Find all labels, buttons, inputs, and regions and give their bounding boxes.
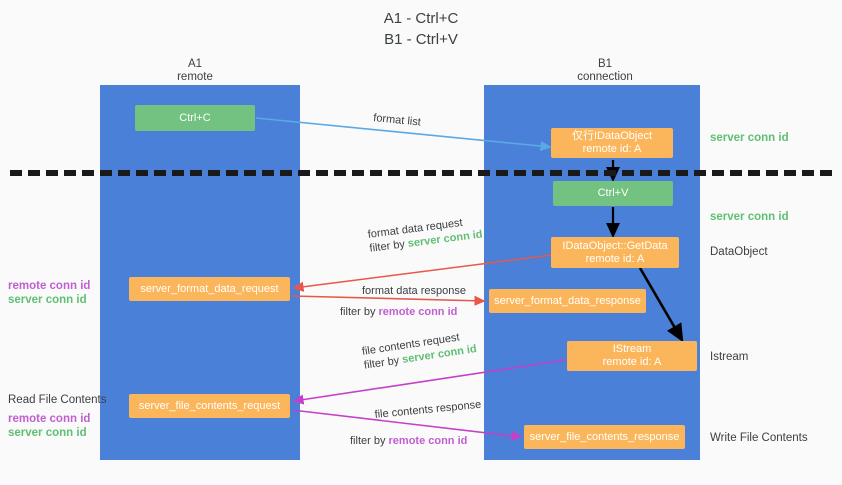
- label-remote-conn-id-bottom: remote conn id: [8, 413, 91, 425]
- node-server-file-contents-request[interactable]: server_file_contents_request: [129, 394, 290, 418]
- annotation-format-list: format list: [373, 111, 422, 130]
- node-getdata-line1: IDataObject::GetData: [562, 239, 668, 252]
- node-server-format-data-request-label: server_format_data_request: [140, 282, 279, 295]
- phase-divider: [10, 170, 832, 176]
- lane-header-a1-sub: remote: [177, 71, 213, 83]
- label-dataobject: DataObject: [710, 246, 768, 258]
- annotation-format-data-response: format data response: [362, 284, 466, 298]
- annotation-format-data-response-filter: filter by remote conn id: [340, 305, 457, 319]
- node-getdata-line2: remote id: A: [585, 252, 645, 265]
- label-write-file-contents: Write File Contents: [710, 432, 808, 444]
- node-idataobject-getdata[interactable]: IDataObject::GetData remote id: A: [551, 237, 679, 268]
- node-server-file-contents-request-label: server_file_contents_request: [138, 399, 281, 412]
- annotation-file-contents-response-filter: filter by remote conn id: [350, 434, 467, 448]
- node-idataobject-line2: remote id: A: [582, 143, 642, 155]
- lane-header-b1: B1 connection: [545, 58, 665, 84]
- node-ctrl-c[interactable]: Ctrl+C: [135, 105, 255, 131]
- lane-header-a1-name: A1: [187, 58, 203, 70]
- node-server-file-contents-response[interactable]: server_file_contents_response: [524, 425, 685, 449]
- lane-header-b1-sub: connection: [577, 71, 633, 83]
- node-idataobject[interactable]: 仅行IDataObject remote id: A: [551, 128, 673, 158]
- node-server-format-data-request[interactable]: server_format_data_request: [129, 277, 290, 301]
- annotation-format-data-response-text: format data response: [362, 285, 466, 297]
- label-server-conn-id-top: server conn id: [710, 132, 789, 144]
- node-istream-line2: remote id: A: [602, 356, 662, 368]
- annotation-fdres-filter-prefix: filter by: [340, 306, 379, 318]
- node-ctrl-v-label: Ctrl+V: [597, 187, 629, 199]
- label-server-conn-id-left-mid: server conn id: [8, 294, 87, 306]
- lane-header-a1: A1 remote: [140, 58, 250, 84]
- label-server-conn-id-mid: server conn id: [710, 211, 789, 223]
- node-server-format-data-response-label: server_format_data_response: [494, 294, 641, 307]
- label-remote-conn-id-mid: remote conn id: [8, 280, 91, 292]
- label-server-conn-id-bottom: server conn id: [8, 427, 87, 439]
- annotation-fcres-filter-prefix: filter by: [350, 435, 389, 447]
- annotation-format-data-request: format data request filter by server con…: [367, 214, 483, 256]
- annotation-fdres-filter-key: remote conn id: [378, 306, 458, 318]
- label-read-file-contents: Read File Contents: [8, 394, 107, 406]
- title-line-1: A1 - Ctrl+C: [383, 10, 459, 27]
- node-ctrl-c-label: Ctrl+C: [179, 111, 211, 124]
- annotation-fcres-filter-key: remote conn id: [388, 435, 468, 447]
- label-istream: Istream: [710, 351, 749, 363]
- annotation-file-contents-response-text: file contents response: [374, 398, 482, 421]
- node-istream-line1: IStream: [612, 343, 652, 355]
- node-idataobject-line1: 仅行IDataObject: [571, 130, 653, 142]
- node-ctrl-v[interactable]: Ctrl+V: [553, 181, 673, 206]
- lane-header-b1-name: B1: [597, 58, 613, 70]
- annotation-format-list-text: format list: [372, 111, 422, 129]
- annotation-fdreq-filter-prefix: filter by: [368, 237, 409, 255]
- node-server-file-contents-response-label: server_file_contents_response: [529, 430, 680, 443]
- node-server-format-data-response[interactable]: server_format_data_response: [489, 289, 646, 313]
- diagram-title: A1 - Ctrl+C B1 - Ctrl+V: [0, 8, 842, 50]
- title-line-2: B1 - Ctrl+V: [384, 31, 458, 48]
- annotation-file-contents-request: file contents request filter by server c…: [361, 328, 478, 373]
- node-istream[interactable]: IStream remote id: A: [567, 341, 697, 371]
- annotation-file-contents-response: file contents response: [374, 398, 482, 422]
